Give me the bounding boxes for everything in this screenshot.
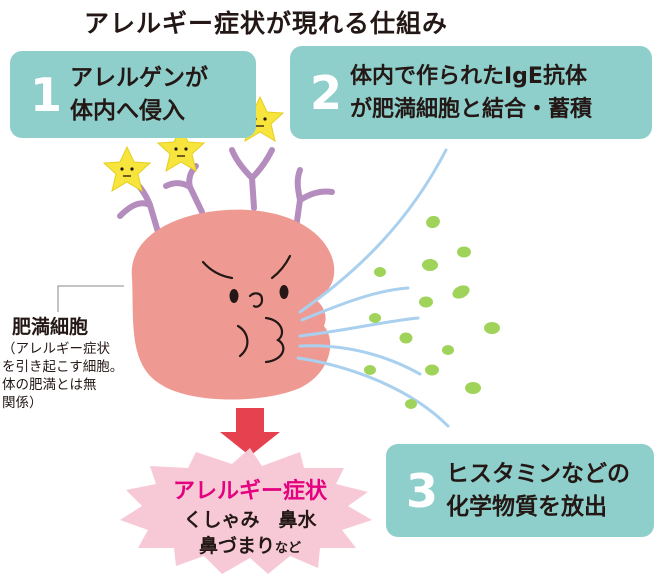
left-eyebrow	[201, 260, 234, 280]
symptoms-line-2-suffix: など	[275, 541, 302, 556]
left-eye	[229, 289, 239, 303]
symptoms-line-2-main: 鼻づまり	[198, 535, 275, 557]
note-leader-line	[57, 285, 124, 312]
symptom-burst	[120, 448, 372, 574]
step-3-box: 3 ヒスタミンなどの 化学物質を放出	[386, 444, 654, 537]
step-1-text: アレルゲンが 体内へ侵入	[70, 64, 208, 124]
spray-lines	[296, 148, 450, 428]
histamine-particles	[364, 215, 500, 409]
mast-cell-note: 肥満細胞 （アレルギー症状 を引き起こす細胞。 体の肥満とは無 関係）	[2, 318, 172, 412]
step-2-box: 2 体内で作られたIgE抗体 が肥満細胞と結合・蓄積	[290, 46, 652, 139]
step-1-box: 1 アレルゲンが 体内へ侵入	[10, 51, 256, 138]
allergen-star-1	[102, 145, 152, 193]
mast-cell-label: 肥満細胞	[12, 316, 89, 338]
symptoms-line-1: くしゃみ 鼻水	[183, 509, 317, 531]
step-2-number: 2	[309, 65, 342, 120]
step-3-number: 3	[405, 463, 438, 518]
page-title: アレルギー症状が現れる仕組み	[84, 9, 449, 38]
step-3-text: ヒスタミンなどの 化学物質を放出	[446, 460, 630, 520]
antibody-3	[229, 147, 275, 211]
right-eyebrow	[270, 254, 292, 280]
antibody-4	[293, 167, 335, 231]
symptoms-block: アレルギー症状 くしゃみ 鼻水 鼻づまりなど	[150, 477, 350, 562]
antibody-2	[163, 163, 205, 215]
allergen-star-2	[156, 125, 206, 173]
right-eye	[279, 285, 289, 299]
cell-face	[201, 254, 292, 364]
mast-cell-description: （アレルギー症状 を引き起こす細胞。 体の肥満とは無 関係）	[2, 341, 124, 411]
symptoms-line-2: 鼻づまりなど	[150, 533, 350, 562]
cheek-line	[236, 324, 249, 358]
down-arrow	[220, 408, 280, 456]
nose	[248, 292, 264, 308]
step-1-number: 1	[29, 67, 62, 122]
puffed-mouth	[264, 316, 285, 364]
symptoms-title: アレルギー症状	[172, 479, 327, 504]
step-2-text: 体内で作られたIgE抗体 が肥満細胞と結合・蓄積	[350, 63, 593, 122]
